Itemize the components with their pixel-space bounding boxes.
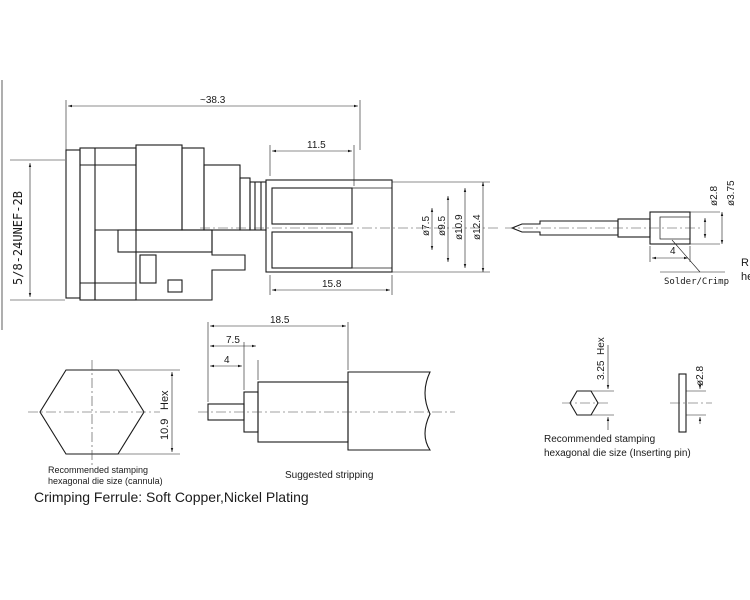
stamp-cannula-line1: Recommended stamping xyxy=(48,465,148,475)
stamp-pin-line2: hexagonal die size (Inserting pin) xyxy=(544,448,691,459)
stripping-view: 18.5 7.5 4 Suggested stripping xyxy=(198,315,455,481)
suggested-stripping-label: Suggested stripping xyxy=(285,470,373,481)
stamp-pin-line1: Recommended stamping xyxy=(544,434,655,445)
dia-10-9-dim: ø10.9 xyxy=(454,214,465,240)
small-pin-dia-dim: ø2.8 xyxy=(695,366,706,386)
stamp-cannula-line2: hexagonal die size (cannula) xyxy=(48,476,163,486)
dia-12-4-dim: ø12.4 xyxy=(472,214,483,240)
small-hex-label: Hex xyxy=(596,337,607,355)
ferrule-length-dim: 11.5 xyxy=(307,140,326,151)
cannula-hex-view: 10.9 Hex Recommended stamping hexagonal … xyxy=(28,360,180,486)
pin-dia-3-75-dim: ø3.75 xyxy=(726,180,737,206)
solder-crimp-label: Solder/Crimp xyxy=(664,277,729,287)
small-hex-3-25-dim: 3.25 xyxy=(596,360,607,380)
ferrule-end-length-dim: 15.8 xyxy=(322,279,342,290)
crimping-ferrule-caption: Crimping Ferrule: Soft Copper,Nickel Pla… xyxy=(34,489,309,505)
cut-label-r: R xyxy=(741,257,749,269)
pin-length-4-dim: 4 xyxy=(670,246,676,257)
dia-7-5-dim: ø7.5 xyxy=(421,216,432,236)
cut-label-he: he xyxy=(741,271,750,283)
strip-4-dim: 4 xyxy=(224,355,230,366)
strip-7-5-dim: 7.5 xyxy=(226,335,240,346)
hex-10-9-dim: 10.9 xyxy=(159,419,171,440)
hex-label: Hex xyxy=(159,390,171,410)
pin-dia-2-8-dim: ø2.8 xyxy=(709,186,720,206)
contact-pin-view: ø2.8 ø3.75 4 Solder/Crimp R he xyxy=(505,180,750,287)
connector-side-view: 5/8-24UNEF-2B ~38.3 xyxy=(1,80,500,330)
strip-18-5-dim: 18.5 xyxy=(270,315,290,326)
pin-hex-view: 3.25 Hex ø2.8 Recommended stamping hexag… xyxy=(544,337,712,459)
overall-length-dim: ~38.3 xyxy=(200,95,226,106)
thread-label: 5/8-24UNEF-2B xyxy=(11,191,25,285)
dia-9-5-dim: ø9.5 xyxy=(437,216,448,236)
